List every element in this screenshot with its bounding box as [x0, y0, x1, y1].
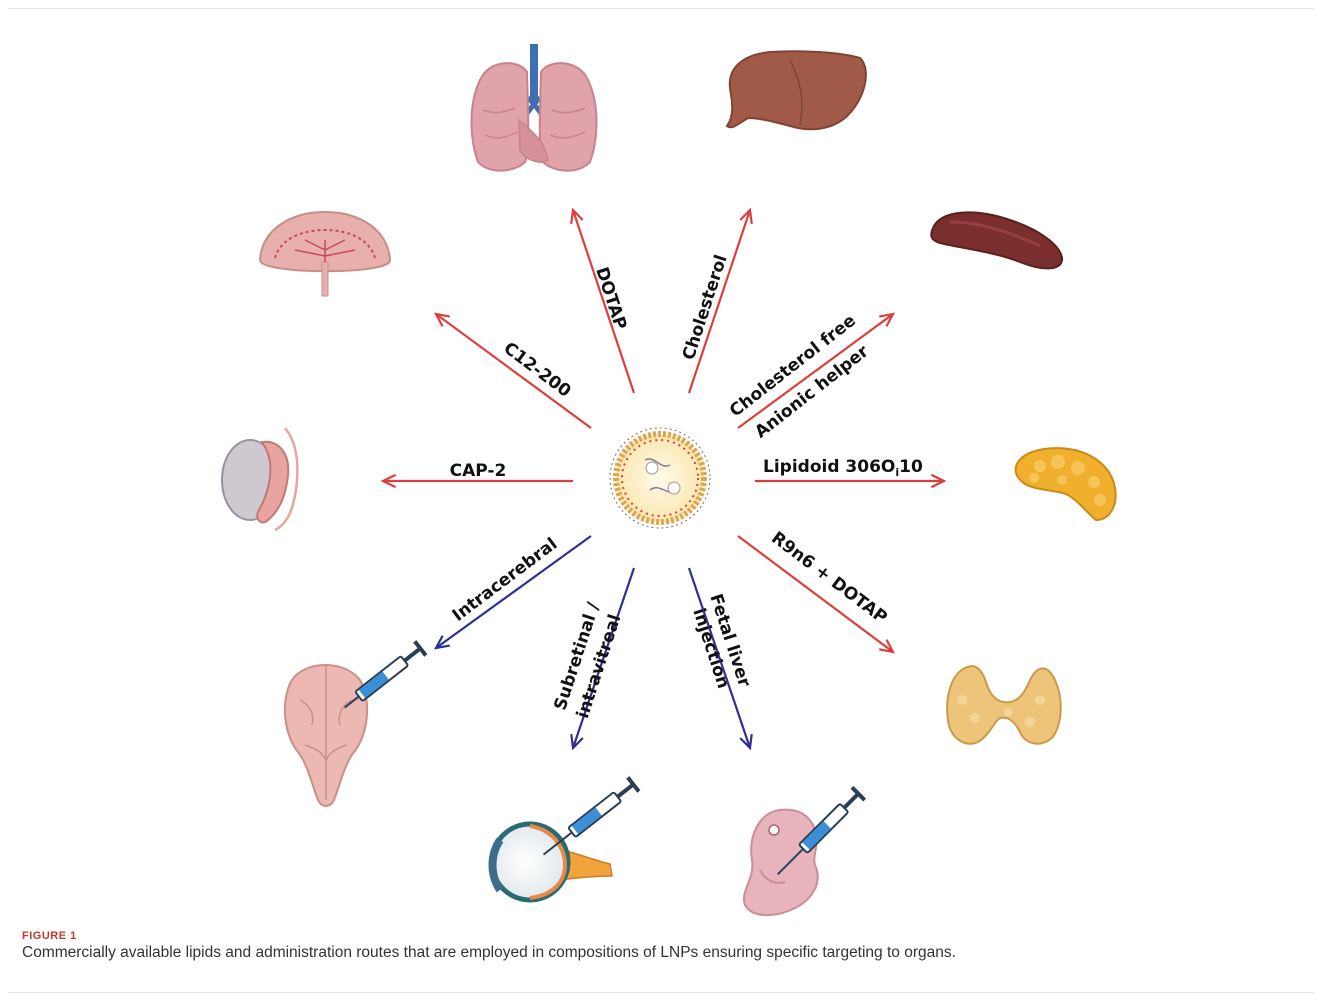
thyroid-icon [947, 666, 1061, 744]
label-dotap: DOTAP [591, 265, 630, 332]
label-cap2: CAP-2 [450, 461, 507, 481]
liver-icon [727, 51, 866, 129]
brain-syringe-icon [285, 640, 428, 806]
figure-number: FIGURE 1 [22, 930, 1302, 942]
testis-icon [222, 428, 297, 530]
spleen-icon [931, 212, 1062, 268]
arrow-c12-200 [436, 314, 591, 428]
label-intracerebral: Intracerebral [449, 534, 562, 626]
label-lipidoid: Lipidoid 306Oi10 [763, 457, 923, 479]
lipid-nanoparticle-icon [610, 428, 710, 528]
arrow-r9n6 [738, 536, 893, 652]
arrow-intracerebral [436, 536, 591, 648]
figure-caption: FIGURE 1 Commercially available lipids a… [22, 930, 1302, 962]
arrow-cholesterol-free [738, 314, 893, 428]
lungs-icon [472, 44, 597, 171]
label-r9n6-dotap: R9n6 + DOTAP [767, 528, 890, 628]
eye-syringe-icon [492, 776, 640, 900]
bladder-icon [260, 212, 390, 296]
pancreas-icon [1016, 448, 1116, 520]
figure-caption-text: Commercially available lipids and admini… [22, 944, 1302, 962]
embryo-syringe-icon [744, 786, 866, 915]
